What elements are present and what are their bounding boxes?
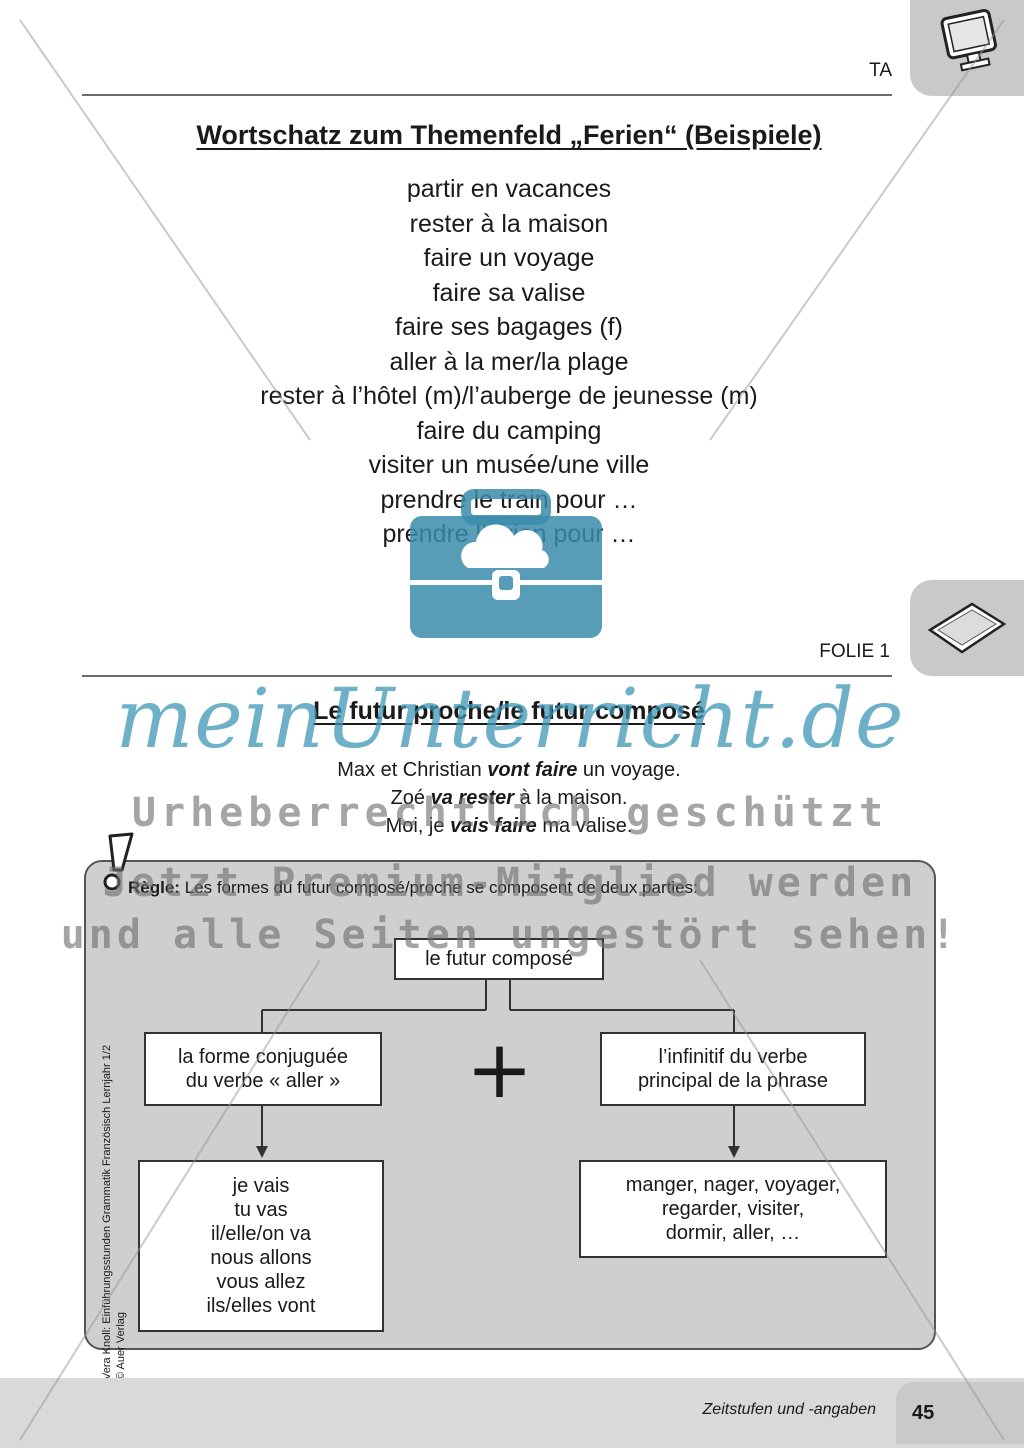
watermark-see-all: und alle Seiten ungestört sehen! <box>60 912 960 958</box>
vocab-item: rester à la maison <box>409 209 609 238</box>
vocab-item: partir en vacances <box>406 175 612 203</box>
box-infinitif-examples: manger, nager, voyager, regarder, visite… <box>579 1160 887 1258</box>
aller-form: tu vas <box>234 1199 288 1221</box>
aller-form: il/elle/on va <box>210 1223 312 1245</box>
vocab-item: aller à la mer/la plage <box>389 347 629 376</box>
vocab-item: rester à l’hôtel (m)/l’auberge de jeunes… <box>260 382 758 410</box>
aller-form: je vais <box>232 1175 290 1197</box>
transparency-sheet-icon <box>927 602 1007 654</box>
box-forme-conjuguee: la forme conjuguée du verbe « aller » <box>144 1032 382 1106</box>
watermark-logo: meinUnterricht.de <box>115 672 905 767</box>
vocab-list: partir en vacances rester à la maison fa… <box>82 172 936 552</box>
plus-sign: + <box>466 1023 534 1116</box>
box-infinitif: l’infinitif du verbe principal de la phr… <box>600 1032 866 1106</box>
briefcase-cloud-icon <box>410 489 602 638</box>
aller-form: vous allez <box>216 1271 306 1293</box>
folie-tab <box>910 580 1024 676</box>
example-sentence: Zoé va rester à la maison. <box>390 787 628 809</box>
page-number: 45 <box>896 1382 1024 1444</box>
side-credit: Vera Knoll: Einführungsstunden Grammatik… <box>101 1044 127 1380</box>
divider-top <box>82 94 892 96</box>
label-folie: FOLIE 1 <box>819 641 890 662</box>
example-sentences: Max et Christian vont faire un voyage. Z… <box>82 756 936 840</box>
exclamation-icon <box>103 832 134 891</box>
vocab-item: visiter un musée/une ville <box>368 451 650 479</box>
watermark-premium: Jetzt Premium-Mitglied werden <box>102 860 918 906</box>
vocab-item: faire un voyage <box>423 244 595 272</box>
example-sentence: Moi, je vais faire ma valise. <box>385 815 633 837</box>
vocab-item: faire sa valise <box>432 278 586 307</box>
aller-form: ils/elles vont <box>206 1295 316 1317</box>
vocab-item: faire du camping <box>416 416 602 445</box>
example-sentence: Max et Christian vont faire un voyage. <box>337 759 681 781</box>
futur-title: Le futur proche/le futur composé <box>313 697 705 725</box>
box-aller-forms: je vais tu vas il/elle/on va nous allons… <box>138 1160 384 1332</box>
vocab-item: faire ses bagages (f) <box>395 313 623 341</box>
watermark-copyright: Urheberrechtlich geschützt <box>131 790 889 836</box>
divider-middle <box>82 675 892 677</box>
aller-form: nous allons <box>210 1247 312 1269</box>
footer-section: Zeitstufen und -angaben <box>702 1401 876 1418</box>
box-futur-compose: le futur composé <box>394 938 604 980</box>
rule-text: Règle: Les formes du futur composé/proch… <box>128 878 698 897</box>
